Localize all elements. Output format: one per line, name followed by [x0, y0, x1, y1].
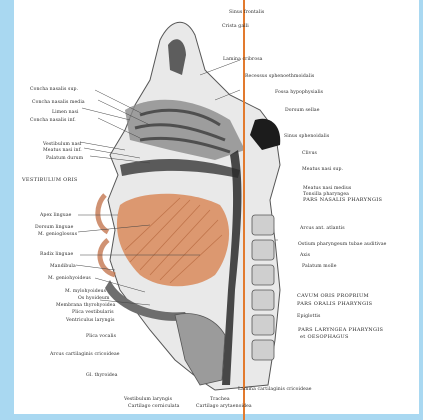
label-m-geniohyoideus: M. geniohyoideus — [48, 276, 91, 281]
label-dorsum-sellae: Dorsum sellae — [285, 108, 320, 113]
label-crista-galli: Crista galli — [222, 24, 249, 29]
label-sinus-sphenoidalis: Sinus sphenoidalis — [284, 134, 329, 139]
label-plica-vocalis: Plica vocalis — [86, 334, 116, 339]
orange-guide-line — [243, 0, 245, 420]
label-arcus-cartilaginis-cricoideae: Arcus cartilaginis cricoideae — [50, 352, 120, 357]
label-fossa-hypophysialis: Fossa hypophysialis — [275, 90, 323, 95]
label-mandibula: Mandibula — [50, 264, 76, 269]
label-meatus-nasi-medius: Meatus nasi medius — [303, 186, 351, 191]
label-cavum-oris-proprium: CAVUM ORIS PROPRIUM — [297, 294, 369, 299]
label-ventriculus-laryngis: Ventriculus laryngis — [66, 318, 115, 323]
label-dorsum-linguae: Dorsum linguae — [35, 225, 73, 230]
label-vestibulum-nasi: Vestibulum nasi — [43, 142, 81, 147]
label-ostium-pharyngeum-tubae: Ostium pharyngeum tubae auditivae — [298, 242, 386, 247]
label-pars-nasalis-pharyngis: PARS NASALIS PHARYNGIS — [303, 198, 382, 203]
label-meatus-nasi-inf: Meatus nasi inf. — [43, 148, 82, 153]
label-limen-nasi: Limen nasi — [52, 110, 79, 115]
label-m-genioglossus: M. genioglossus — [38, 232, 77, 237]
label-m-mylohyoideus: M. mylohyoideus — [65, 289, 106, 294]
label-concha-nasalis-media: Concha nasalis media — [32, 100, 85, 105]
label-sinus-frontalis: Sinus frontalis — [229, 10, 264, 15]
label-plica-vestibularis: Plica vestibularis — [72, 310, 114, 315]
label-gl-thyroidea: Gl. thyroidea — [86, 373, 118, 378]
label-radix-linguae: Radix linguae — [40, 252, 73, 257]
label-apex-linguae: Apex linguae — [40, 213, 71, 218]
label-axis: Axis — [300, 253, 310, 258]
label-meatus-nasi-sup: Meatus nasi sup. — [302, 167, 343, 172]
label-pars-oralis-pharyngis: PARS ORALIS PHARYNGIS — [297, 302, 372, 307]
label-membrana-thyrohyoidea: Membrana thyrohyoidea — [56, 303, 115, 308]
label-arcus-ant-atlantis: Arcus ant. atlantis — [300, 226, 345, 231]
label-concha-nasalis-inf: Concha nasalis inf. — [30, 118, 76, 123]
label-palatum-durum: Palatum durum — [46, 156, 83, 161]
label-et-oesophagus: et OESOPHAGUS — [300, 335, 349, 340]
label-pars-laryngea-pharyngis: PARS LARYNGEA PHARYNGIS — [298, 328, 383, 333]
label-cartilago-corniculata: Cartilago corniculata — [128, 404, 180, 409]
label-trachea: Trachea — [210, 397, 230, 402]
label-os-hyoideum: Os hyoideum — [78, 296, 109, 301]
label-concha-nasalis-sup: Concha nasalis sup. — [30, 87, 78, 92]
label-lamina-cribrosa: Lamina cribrosa — [223, 57, 263, 62]
label-lamina-cartilaginis-cricoideae: Lamina cartilaginis cricoideae — [238, 387, 312, 392]
label-cartilago-arytaenoidea: Cartilago arytaenoidea — [196, 404, 252, 409]
label-recessus-sphenoethmoidalis: Recessus sphenoethmoidalis — [245, 74, 314, 79]
label-epiglottis: Epiglottis — [297, 314, 320, 319]
label-clivus: Clivus — [302, 151, 317, 156]
label-vestibulum-laryngis: Vestibulum laryngis — [124, 397, 172, 402]
label-palatum-molle: Palatum molle — [302, 264, 337, 269]
label-vestibulum-oris: VESTIBULUM ORIS — [22, 178, 78, 183]
